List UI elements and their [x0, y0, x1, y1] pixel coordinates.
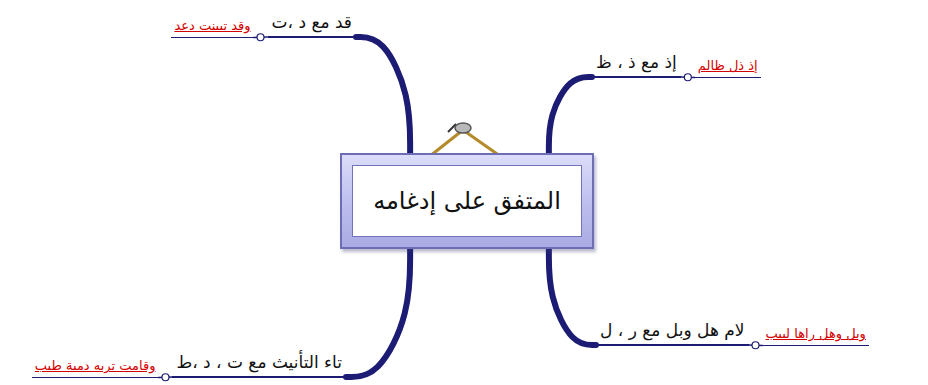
example-leaf: وبل وهل راها لبيب	[763, 325, 869, 346]
topic-text: قد مع د ،ت	[272, 11, 352, 33]
topic-text: وقد تبينت دعد	[174, 17, 250, 35]
branch-curve	[346, 249, 410, 377]
branch-curve	[356, 37, 410, 153]
branch-topic: إذ مع ذ ، ظ	[592, 51, 681, 78]
topic-text: تاء التأنيث مع ت ، د ،ط	[176, 351, 342, 373]
branch-topic: قد مع د ،ت	[268, 11, 356, 38]
topic-text: لام هل وبل مع ر ، ل	[600, 319, 745, 341]
example-leaf: وقامت تربه دمية طيب	[32, 357, 159, 378]
example-leaf: إذ ذل ظالم	[695, 57, 761, 78]
joint-dot	[684, 74, 691, 81]
topic-text: إذ مع ذ ، ظ	[596, 51, 677, 73]
hanging-wire	[430, 123, 500, 156]
joint-dot	[752, 342, 759, 349]
example-leaf: وقد تبينت دعد	[171, 17, 253, 38]
joint-dot	[162, 374, 169, 381]
pin-head	[455, 123, 471, 133]
branch-topic: لام هل وبل مع ر ، ل	[596, 319, 749, 346]
topic-text: إذ ذل ظالم	[698, 57, 758, 75]
topic-text: المتفق على إدغامه	[352, 165, 582, 237]
topic-text: وقامت تربه دمية طيب	[35, 357, 156, 375]
topic-text: وبل وهل راها لبيب	[766, 325, 866, 343]
branch-curve	[549, 249, 596, 345]
central-topic: المتفق على إدغامه	[340, 153, 594, 249]
joint-dot	[257, 34, 264, 41]
branch-topic: تاء التأنيث مع ت ، د ،ط	[172, 351, 346, 378]
branch-curve	[549, 77, 592, 153]
